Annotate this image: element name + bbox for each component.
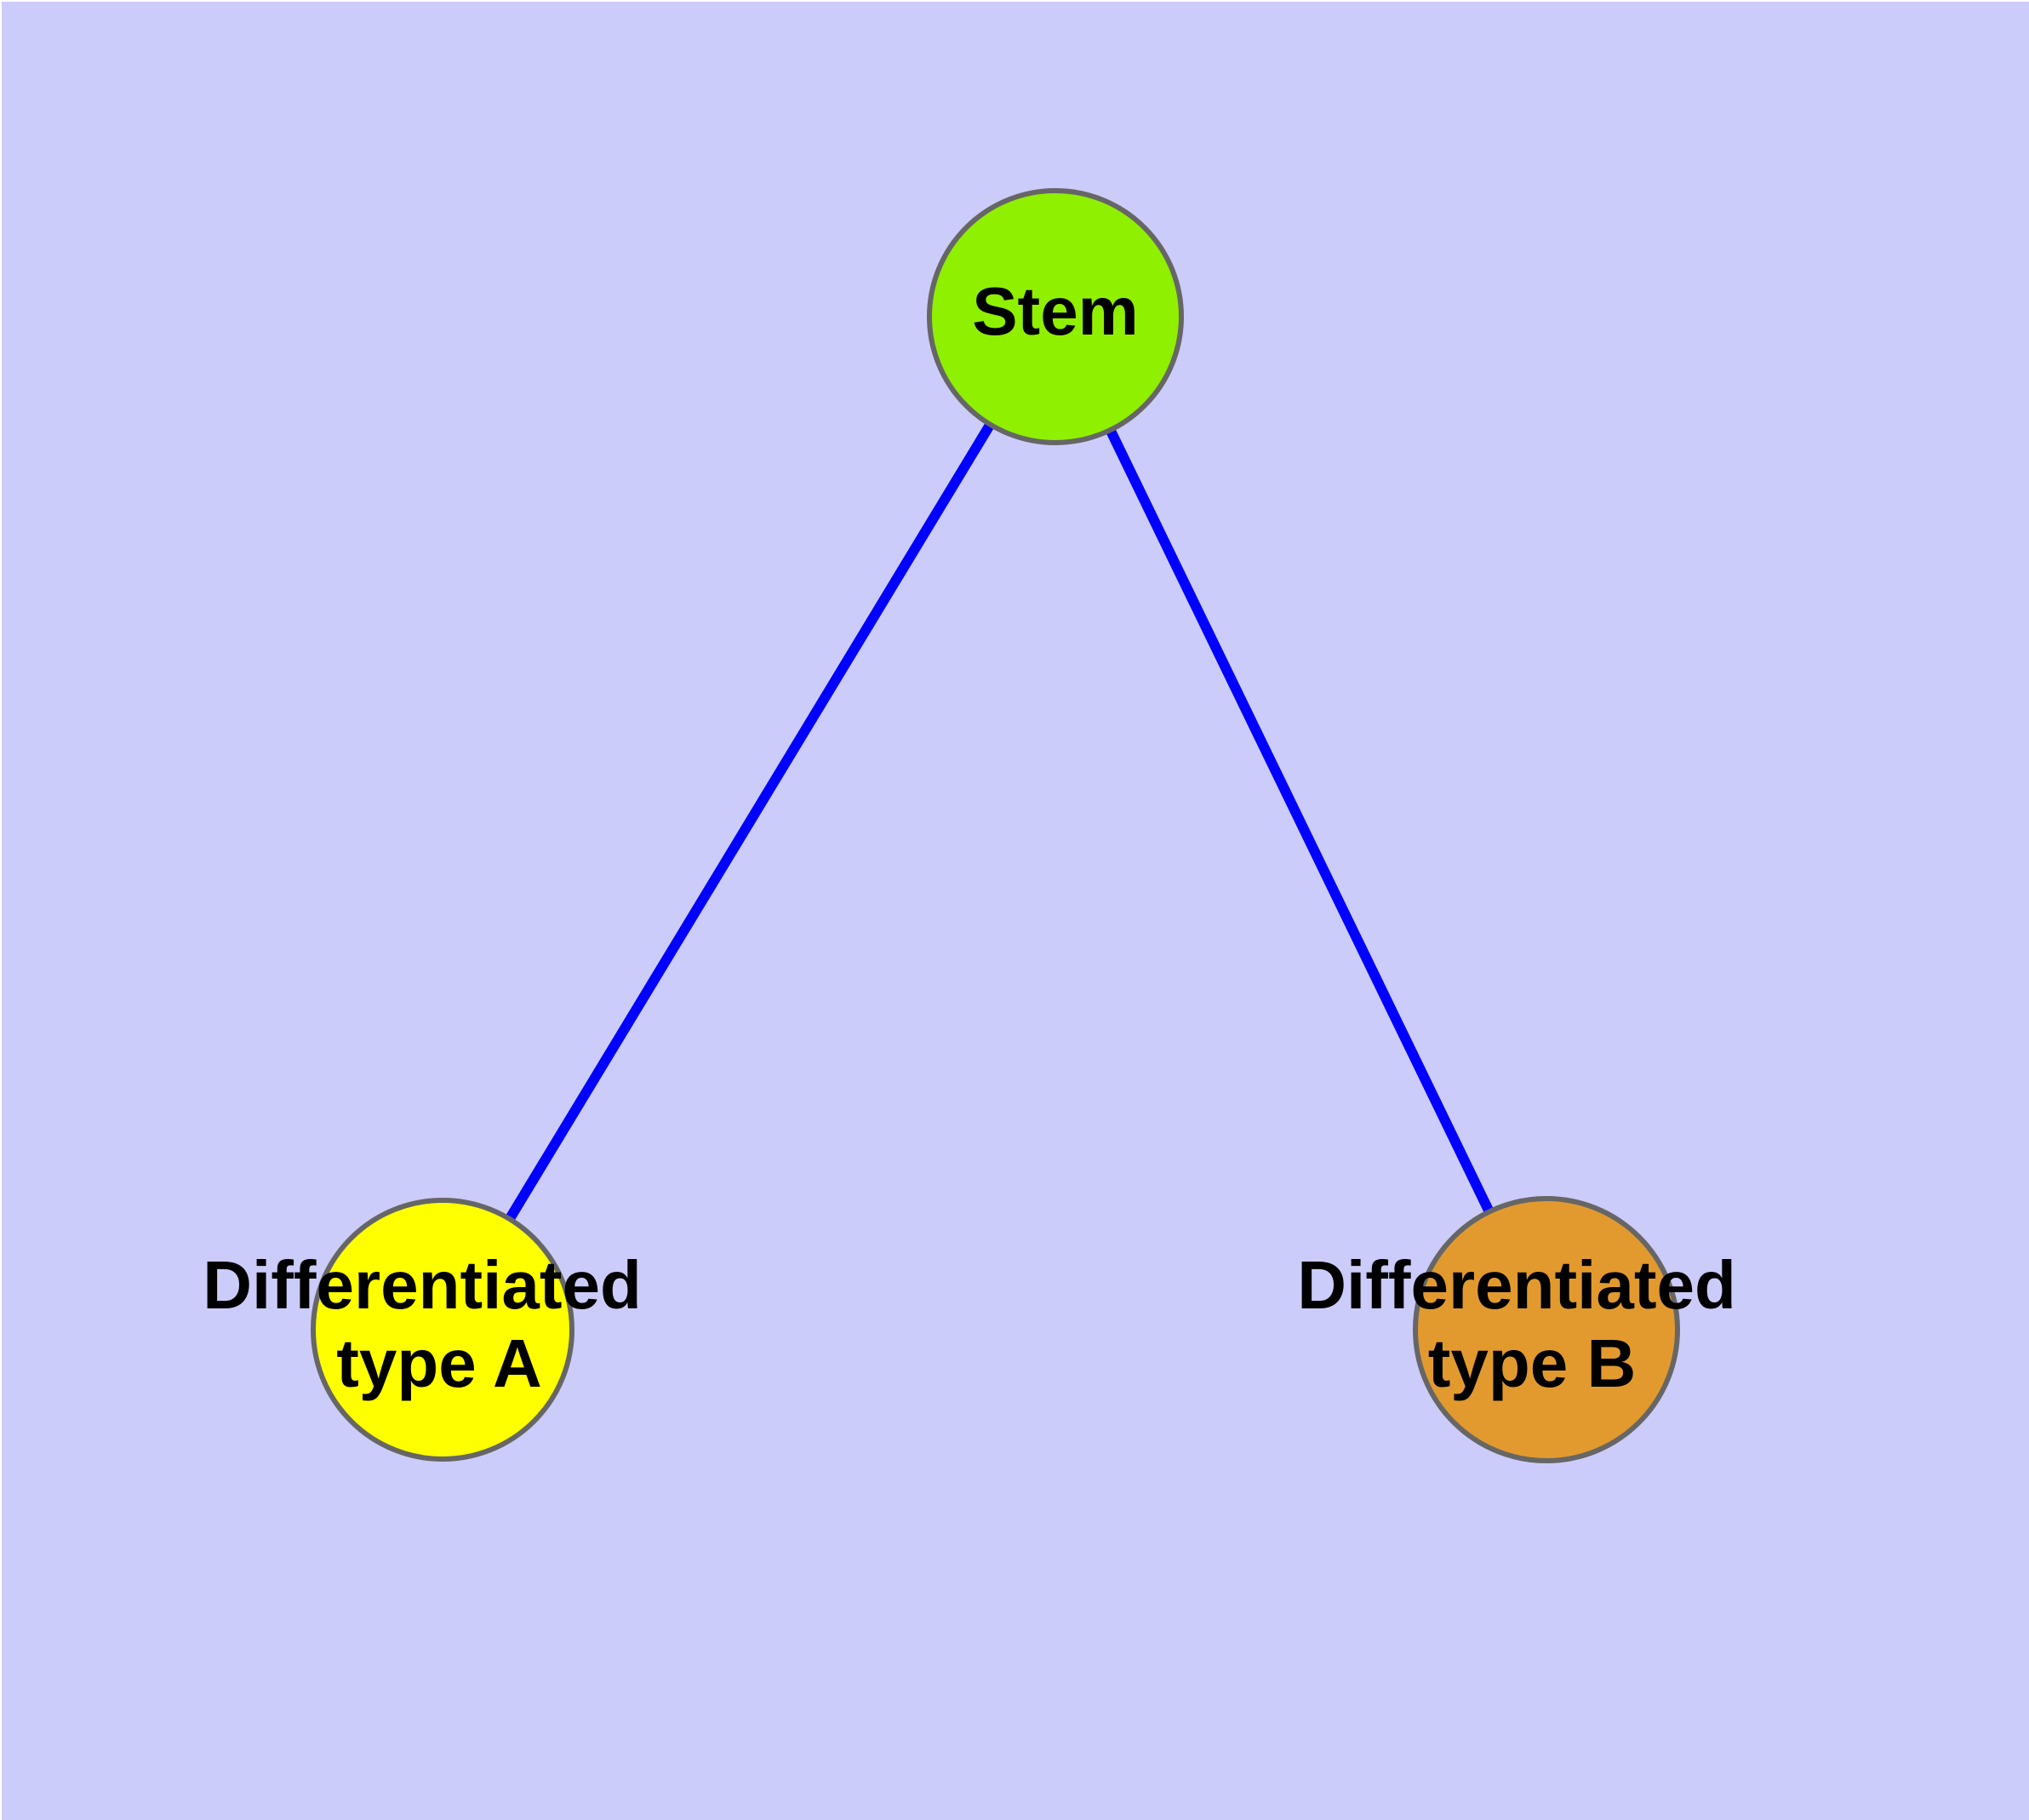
node-label-differentiated-type-b-line1: Differentiated: [1297, 1247, 1736, 1323]
node-label-differentiated-type-a-line2: type A: [336, 1325, 542, 1401]
edge-layer: [437, 313, 1552, 1333]
canvas-top-border: [0, 0, 2029, 2]
node-label-differentiated-type-b-line2: type B: [1428, 1325, 1637, 1401]
node-label-differentiated-type-a-line1: Differentiated: [203, 1247, 642, 1323]
node-circle-stem[interactable]: [927, 188, 1184, 445]
canvas-left-border: [0, 0, 2, 1820]
node-circle-differentiated-type-a[interactable]: [311, 1198, 574, 1462]
node-label-layer: Stem Differentiated type A Differentiate…: [203, 273, 1736, 1401]
edge-stem-to-type-b[interactable]: [1050, 314, 1552, 1332]
edge-stem-to-type-a[interactable]: [437, 313, 1060, 1333]
node-circle-differentiated-type-b[interactable]: [1413, 1196, 1680, 1463]
node-circle-layer: [311, 188, 1680, 1463]
node-label-stem: Stem: [972, 273, 1139, 349]
